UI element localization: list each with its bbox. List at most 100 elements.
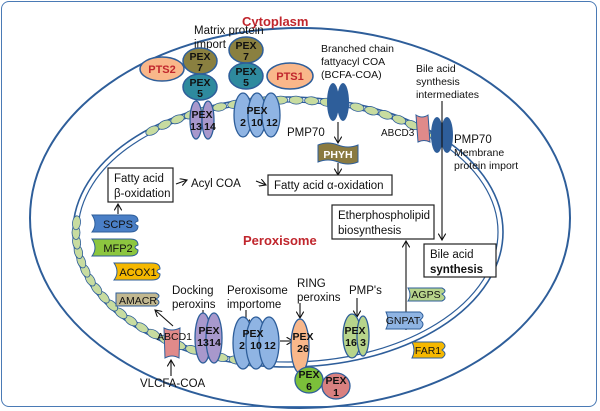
pex6: PEX 6	[294, 366, 324, 394]
lipid-bead	[72, 215, 81, 231]
beta-oxidation-label-2: β-oxidation	[114, 188, 170, 200]
pex26-number: 26	[297, 343, 309, 355]
far1-enzyme: FAR1	[411, 341, 446, 359]
bcfa-label-2: fattyacyl COA	[321, 56, 385, 68]
docking-label-1: Docking	[172, 285, 214, 297]
pts2-receptor-complex: PTS2 PEX 7 PEX 5	[139, 47, 218, 101]
pex5-number: 5	[243, 77, 249, 89]
bile-intermediates-label-1: Bile acid	[416, 63, 456, 75]
pex13-number: 13	[197, 337, 209, 349]
gnpat-enzyme: GNPAT	[385, 311, 424, 330]
pex-word: PEX	[242, 328, 263, 340]
abcd3-transporter	[415, 114, 431, 143]
bile-acid-label-1: Bile acid	[430, 249, 473, 261]
acox1-label: ACOX1	[119, 267, 156, 279]
pex13-14-bottom: PEX 13 14	[194, 312, 223, 364]
acyl-coa-label: Acyl COA	[191, 178, 241, 190]
pts2-label: PTS2	[148, 64, 176, 76]
phyh-enzyme: PHYH	[317, 142, 359, 165]
agps-enzyme: AGPS	[407, 287, 446, 302]
arrow-acyl-to-alpha	[255, 181, 266, 185]
pex-word: PEX	[292, 331, 313, 343]
pmp70-transporter-right	[431, 117, 453, 153]
pmp70-transporter-top	[327, 83, 349, 121]
pmps-label: PMP's	[349, 285, 382, 297]
lipid-bead	[304, 96, 319, 106]
pts1-label: PTS1	[276, 71, 304, 83]
pex13-14-top: PEX 13 14	[189, 100, 216, 140]
pex7-number: 7	[197, 62, 203, 74]
pex1: PEX 1	[321, 372, 351, 400]
docking-label-2: peroxins	[172, 299, 216, 311]
etherphospholipid-label-1: Etherphospholipid	[338, 210, 430, 222]
abcd1-label: ABCD1	[157, 331, 192, 343]
pex1-number: 1	[333, 387, 339, 399]
agps-label: AGPS	[411, 289, 440, 301]
pex7-number: 7	[243, 51, 249, 63]
membrane-import-label-1: Membrane	[454, 147, 504, 159]
pex3-number: 3	[360, 337, 366, 349]
bcfa-label-1: Branched chain	[321, 43, 394, 55]
lipid-bead	[349, 102, 365, 112]
mfp2-enzyme: MFP2	[91, 238, 139, 257]
pex16-number: 16	[345, 337, 357, 349]
ring-label-2: peroxins	[297, 292, 341, 304]
abcd3-label: ABCD3	[381, 128, 415, 139]
pex2-10-12-bottom: PEX 2 10 12	[232, 316, 280, 370]
scps-label: SCPS	[103, 219, 133, 231]
bile-acid-label-2: synthesis	[430, 264, 483, 276]
amacr-enzyme: AMACR	[115, 292, 160, 307]
pex-word: PEX	[246, 105, 267, 117]
pex10-number: 10	[250, 340, 262, 352]
beta-oxidation-label-1: Fatty acid	[114, 173, 164, 185]
bcfa-label-3: (BCFA-COA)	[321, 69, 382, 81]
peroxisome-label: Peroxisome	[243, 233, 317, 248]
beta-oxidation-box	[107, 167, 174, 203]
alpha-oxidation-box	[267, 174, 393, 196]
etherphospholipid-box	[331, 204, 435, 240]
pmp70-label-top: PMP70	[287, 127, 325, 139]
pex2-number: 2	[240, 117, 246, 129]
pex26: PEX 26	[290, 318, 314, 374]
lipid-bead	[212, 102, 227, 112]
pex-word: PEX	[191, 109, 212, 121]
ring-label-1: RING	[297, 278, 326, 290]
bile-intermediates-label-2: synthesis	[416, 76, 460, 88]
bile-intermediates-label-3: intermediates	[416, 89, 479, 101]
lipid-bead	[364, 106, 379, 116]
pex-word: PEX	[325, 375, 346, 387]
pex10-number: 10	[251, 117, 263, 129]
matrix-import-label-1: Matrix protein	[194, 25, 264, 37]
pex12-number: 12	[264, 340, 276, 352]
far1-label: FAR1	[415, 345, 441, 357]
pex12-number: 12	[266, 117, 278, 129]
importome-label-1: Peroxisome	[227, 285, 288, 297]
pex7-word: PEX	[189, 51, 210, 63]
lipid-bead	[288, 95, 304, 105]
phyh-label: PHYH	[323, 149, 352, 161]
pex5-word: PEX	[189, 77, 210, 89]
gnpat-label: GNPAT	[386, 315, 421, 327]
vlcfa-label: VLCFA-COA	[140, 378, 206, 390]
pex7-word: PEX	[235, 40, 256, 52]
pex14-number: 14	[204, 121, 216, 133]
abcd1-transporter	[163, 327, 181, 359]
mfp2-label: MFP2	[103, 243, 132, 255]
pex5-number: 5	[197, 88, 203, 100]
membrane-import-label-2: protein import	[454, 160, 518, 172]
pex2-number: 2	[239, 340, 245, 352]
pex2-10-12-top: PEX 2 10 12	[233, 92, 281, 138]
bile-acid-synthesis-box	[423, 243, 497, 278]
pex-word: PEX	[198, 325, 219, 337]
pex-word: PEX	[298, 369, 319, 381]
importome-label-2: importome	[227, 299, 281, 311]
scps-enzyme: SCPS	[91, 214, 139, 233]
pex16-3: PEX 16 3	[342, 313, 370, 359]
amacr-label: AMACR	[119, 295, 157, 307]
pex14-number: 14	[209, 337, 221, 349]
acox1-enzyme: ACOX1	[113, 262, 161, 281]
pts1-receptor-complex: PEX 7 PEX 5 PTS1	[228, 36, 314, 90]
pex5-word: PEX	[235, 66, 256, 78]
